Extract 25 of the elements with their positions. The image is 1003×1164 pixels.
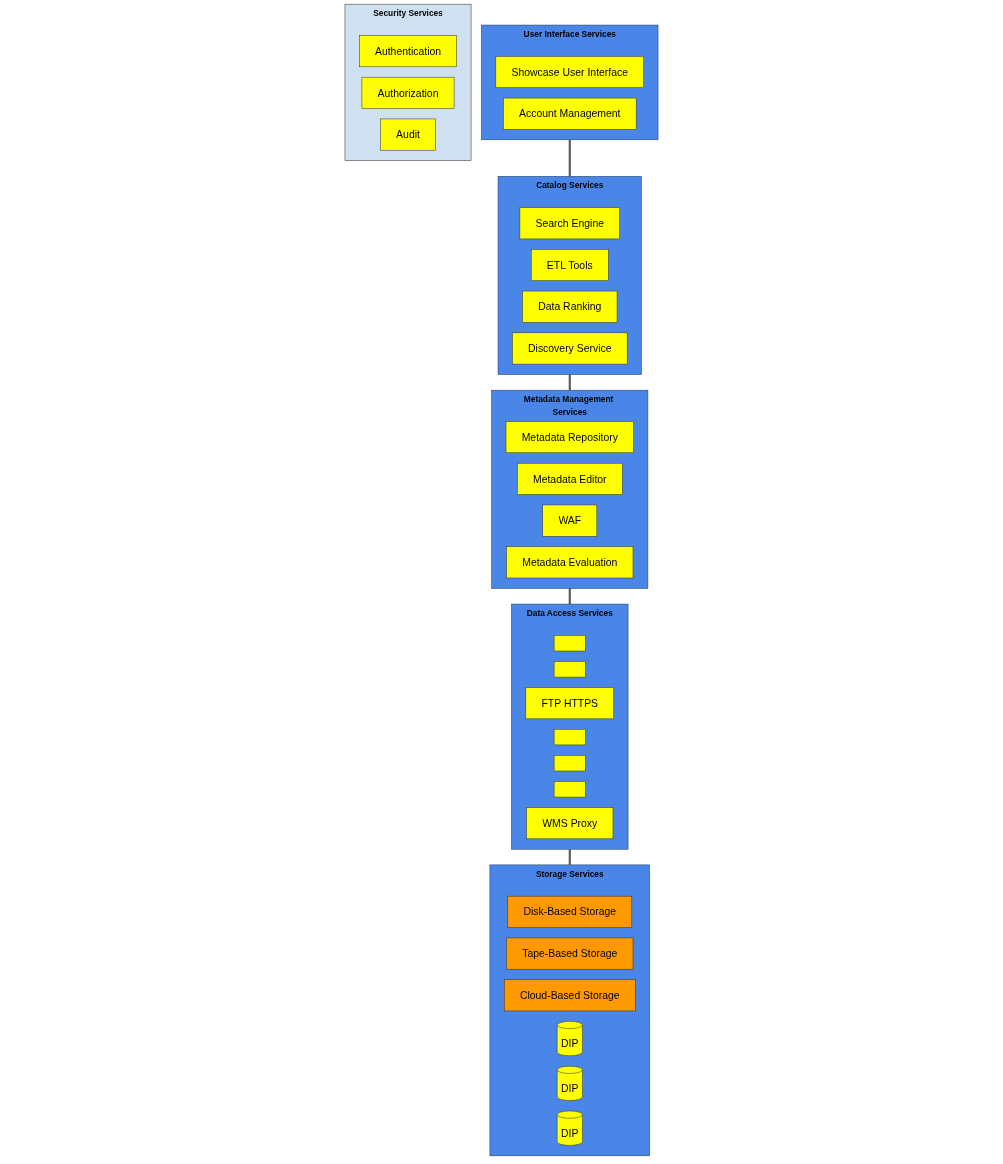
node-box: Cloud-Based Storage	[504, 979, 636, 1012]
node-box: WMS Proxy	[526, 807, 614, 840]
node-box: FTP HTTPS	[525, 687, 614, 720]
node-box	[553, 781, 586, 798]
node-box: WAF	[542, 504, 598, 537]
node-box: Data Ranking	[522, 290, 618, 323]
connector	[568, 139, 571, 177]
node-box	[553, 661, 586, 678]
node-box: Metadata Editor	[517, 462, 623, 495]
connector	[568, 374, 571, 391]
node-box	[553, 635, 586, 652]
node-box	[553, 729, 586, 746]
node-box: Disk-Based Storage	[507, 895, 633, 928]
node-box: Metadata Evaluation	[506, 546, 634, 579]
node-box: ETL Tools	[530, 249, 609, 281]
node-box: Tape-Based Storage	[506, 937, 634, 970]
node-box: Authentication	[359, 35, 457, 68]
node-box: Metadata Repository	[505, 421, 634, 454]
node-box: Search Engine	[519, 207, 620, 240]
node-box: Discovery Service	[512, 332, 628, 365]
node-box	[553, 755, 586, 772]
node-box: Account Management	[503, 97, 637, 130]
node-box: Authorization	[361, 76, 455, 109]
node-box: Showcase User Interface	[495, 56, 644, 88]
node-box: Audit	[380, 118, 436, 151]
